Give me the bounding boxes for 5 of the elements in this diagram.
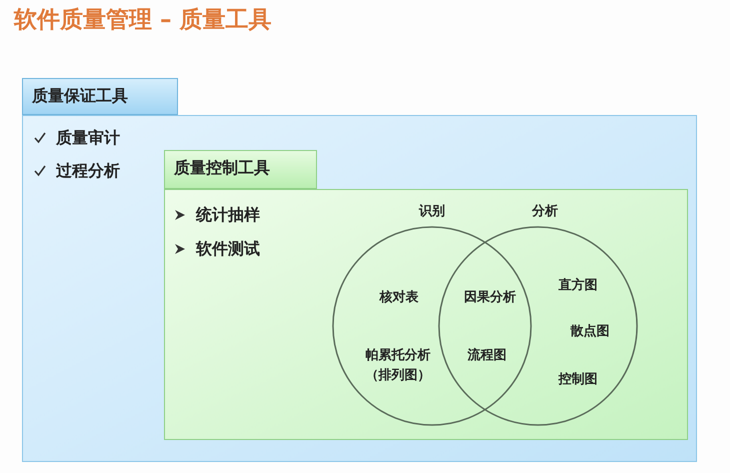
panel-heading: 质量控制工具 <box>172 157 271 179</box>
page-title: 软件质量管理 – 质量工具 <box>14 6 272 35</box>
panel-heading: 质量保证工具 <box>30 85 129 107</box>
list-item: 过程分析 <box>56 161 120 182</box>
list-item: 质量审计 <box>56 128 120 149</box>
